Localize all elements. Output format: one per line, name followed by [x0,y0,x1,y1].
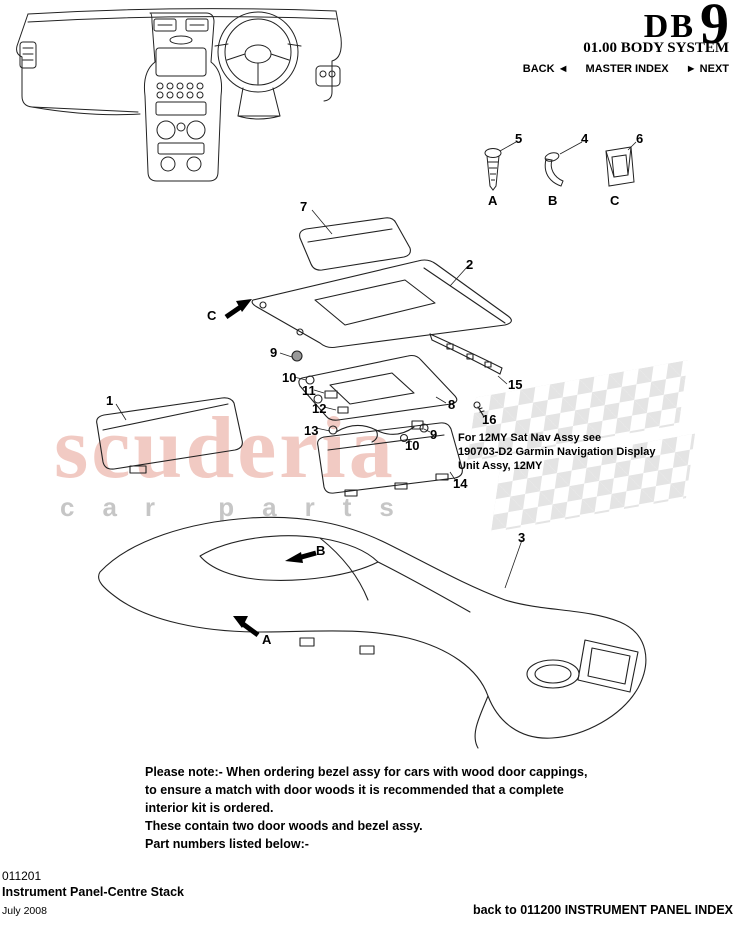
db9-logo-9: 9 [700,0,729,56]
callout-13: 13 [304,423,319,438]
view-direction-b-label: B [316,543,326,558]
document-number: 011201 [2,869,42,883]
document-title: Instrument Panel-Centre Stack [2,885,184,899]
callout-14: 14 [453,476,468,491]
nav-back-link[interactable]: BACK ◄ [522,63,569,75]
ordering-note-line4: These contain two door woods and bezel a… [145,819,423,833]
exploded-parts [96,217,647,749]
callout-10: 10 [282,370,297,385]
header-nav: BACK ◄ MASTER INDEX ► NEXT [509,63,729,75]
fastener-c-number: 6 [636,131,644,146]
nav-next-link[interactable]: ► NEXT [685,63,729,75]
callout-10b: 10 [405,438,420,453]
view-direction-a-label: A [262,632,272,647]
callout-1: 1 [106,393,114,408]
sat-nav-annotation: For 12MY Sat Nav Assy see 190703-D2 Garm… [458,431,655,473]
fastener-b-letter: B [548,193,558,208]
direction-arrows [224,299,317,638]
db9-logo-db: DB [643,8,695,45]
direction-arrow-a-icon [233,616,260,638]
callout-15: 15 [508,377,523,392]
clip-c-icon [605,146,635,187]
callout-8: 8 [448,397,456,412]
fastener-a-letter: A [488,193,498,208]
leader-lines [115,141,637,589]
direction-arrow-c-icon [224,299,252,320]
ordering-note-line5: Part numbers listed below:- [145,837,309,851]
ordering-note-line2: to ensure a match with door woods it is … [145,783,564,797]
ordering-note: Please note:- When ordering bezel assy f… [145,763,587,853]
back-to-index-link[interactable]: back to 011200 INSTRUMENT PANEL INDEX [472,903,733,917]
db9-logo: DB 9 [643,0,729,56]
callout-16: 16 [482,412,497,427]
view-direction-c-label: C [207,308,217,323]
ordering-note-line1: Please note:- When ordering bezel assy f… [145,765,588,779]
screw-b-icon [544,152,564,187]
fastener-icons [484,146,635,191]
sat-nav-annotation-line1: For 12MY Sat Nav Assy see [458,432,602,444]
direction-arrow-b-icon [285,550,317,563]
fastener-c-letter: C [610,193,620,208]
sat-nav-annotation-line2: 190703-D2 Garmin Navigation Display [458,446,656,458]
callout-9b: 9 [430,427,438,442]
callout-12: 12 [312,401,327,416]
callout-2: 2 [466,257,474,272]
fastener-a-number: 5 [515,131,523,146]
system-title: 01.00 BODY SYSTEM [583,40,729,56]
callout-7: 7 [300,199,308,214]
callout-3: 3 [518,530,526,545]
document-date: July 2008 [2,905,47,917]
screw-a-icon [484,148,502,191]
fastener-b-number: 4 [581,131,589,146]
ordering-note-line3: interior kit is ordered. [145,801,274,815]
dashboard-illustration [16,8,342,182]
watermark-subtitle: car parts [60,492,422,522]
sat-nav-annotation-line3: Unit Assy, 12MY [458,460,543,472]
callout-9: 9 [270,345,278,360]
callout-11: 11 [302,383,316,398]
nav-master-index-link[interactable]: MASTER INDEX [585,63,669,75]
